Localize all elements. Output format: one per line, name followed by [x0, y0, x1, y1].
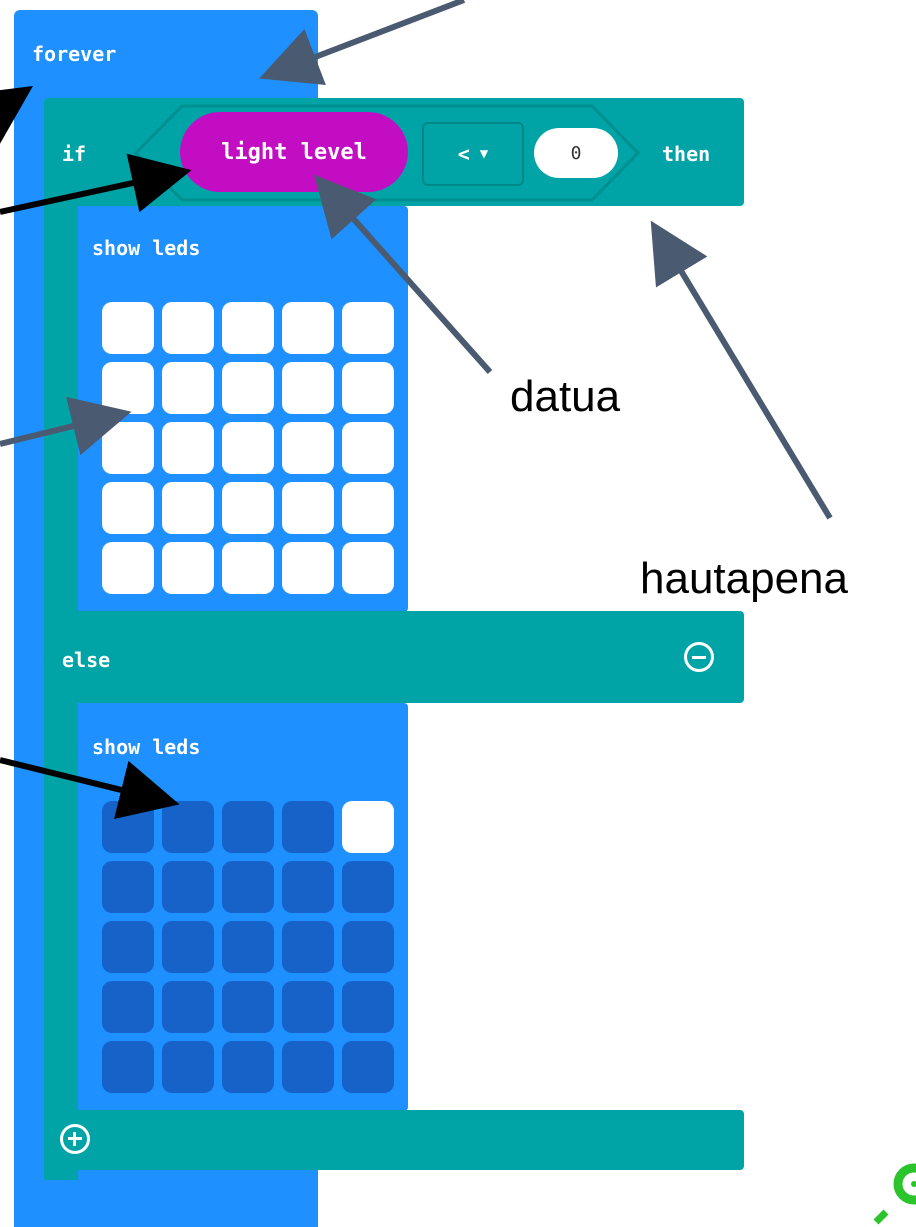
led-on[interactable]: [342, 362, 394, 414]
logo-icon: [873, 1163, 916, 1225]
led-off[interactable]: [282, 921, 334, 973]
led-off[interactable]: [162, 1041, 214, 1093]
led-on[interactable]: [102, 482, 154, 534]
minus-circle-icon[interactable]: [684, 642, 714, 672]
condition-slot: [133, 104, 641, 202]
led-off[interactable]: [102, 801, 154, 853]
led-off[interactable]: [222, 861, 274, 913]
led-on[interactable]: [162, 362, 214, 414]
led-on[interactable]: [342, 801, 394, 853]
led-off[interactable]: [222, 801, 274, 853]
led-off[interactable]: [342, 981, 394, 1033]
led-on[interactable]: [342, 302, 394, 354]
value-input[interactable]: 0: [534, 128, 618, 178]
led-off[interactable]: [282, 981, 334, 1033]
led-on[interactable]: [162, 482, 214, 534]
led-on[interactable]: [102, 362, 154, 414]
annotation-datua: datua: [510, 372, 621, 421]
led-off[interactable]: [282, 1041, 334, 1093]
plus-circle-icon[interactable]: [60, 1124, 90, 1154]
light-level-reporter[interactable]: light level: [180, 112, 408, 192]
led-on[interactable]: [222, 302, 274, 354]
led-off[interactable]: [222, 1041, 274, 1093]
led-on[interactable]: [342, 482, 394, 534]
show-leds-label: show leds: [92, 236, 201, 260]
led-on[interactable]: [222, 482, 274, 534]
led-on[interactable]: [282, 542, 334, 594]
led-off[interactable]: [342, 1041, 394, 1093]
led-on[interactable]: [102, 302, 154, 354]
caret-down-icon: ▼: [479, 146, 489, 162]
led-grid-else: [102, 801, 394, 1093]
operator-dropdown[interactable]: < ▼: [422, 122, 524, 186]
if-block-footer: [44, 1110, 744, 1170]
led-on[interactable]: [222, 362, 274, 414]
show-leds-label: show leds: [92, 735, 201, 759]
operator-symbol: <: [457, 142, 470, 166]
led-on[interactable]: [222, 542, 274, 594]
led-on[interactable]: [342, 422, 394, 474]
show-leds-block-else[interactable]: show leds: [78, 703, 408, 1111]
led-off[interactable]: [162, 921, 214, 973]
if-label: if: [62, 142, 87, 166]
led-on[interactable]: [102, 542, 154, 594]
else-label: else: [62, 648, 111, 672]
led-off[interactable]: [102, 981, 154, 1033]
arrow-hautapena: [650, 220, 833, 520]
annotation-hautapena: hautapena: [640, 554, 848, 603]
led-off[interactable]: [282, 801, 334, 853]
led-off[interactable]: [162, 801, 214, 853]
led-on[interactable]: [102, 422, 154, 474]
led-off[interactable]: [282, 861, 334, 913]
led-on[interactable]: [282, 362, 334, 414]
led-off[interactable]: [162, 981, 214, 1033]
led-off[interactable]: [102, 1041, 154, 1093]
led-on[interactable]: [162, 422, 214, 474]
show-leds-block-if[interactable]: show leds: [78, 206, 408, 612]
led-off[interactable]: [222, 921, 274, 973]
led-off[interactable]: [162, 861, 214, 913]
led-on[interactable]: [342, 542, 394, 594]
led-off[interactable]: [222, 981, 274, 1033]
else-block: [44, 611, 744, 703]
led-off[interactable]: [342, 861, 394, 913]
led-off[interactable]: [102, 921, 154, 973]
led-on[interactable]: [162, 542, 214, 594]
led-on[interactable]: [282, 482, 334, 534]
led-on[interactable]: [162, 302, 214, 354]
led-on[interactable]: [282, 302, 334, 354]
led-grid-if: [102, 302, 394, 594]
forever-label: forever: [32, 42, 117, 66]
then-label: then: [662, 142, 711, 166]
led-on[interactable]: [222, 422, 274, 474]
led-on[interactable]: [282, 422, 334, 474]
led-off[interactable]: [102, 861, 154, 913]
led-off[interactable]: [342, 921, 394, 973]
